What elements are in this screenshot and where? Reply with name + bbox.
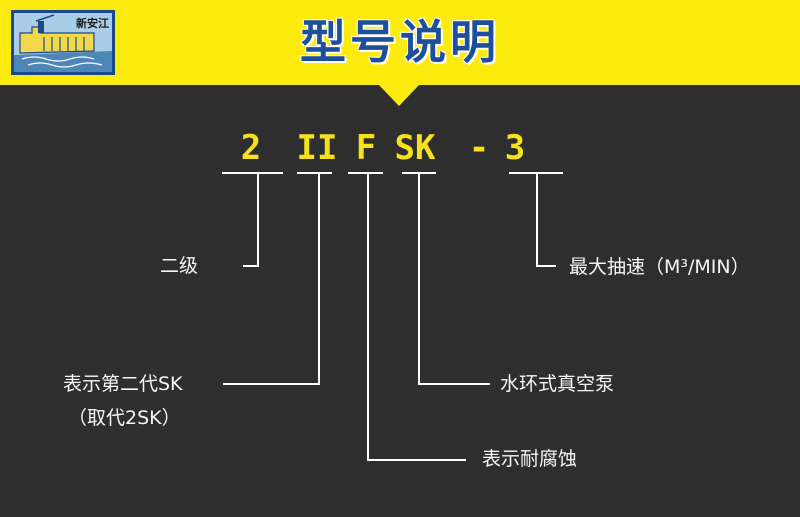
code-speed: 3: [504, 128, 526, 168]
code-pump-type: SK: [394, 128, 436, 168]
leader-stage: [243, 173, 259, 267]
label-corrosion: 表示耐腐蚀: [482, 448, 578, 470]
leader-generation: [223, 173, 320, 385]
code-corrosion: F: [355, 128, 377, 168]
label-second-gen: 表示第二代SK: [63, 373, 183, 395]
code-dash: -: [468, 128, 490, 168]
svg-text:新安江: 新安江: [76, 16, 109, 30]
leader-speed: [536, 173, 556, 267]
leader-pump-type: [418, 173, 490, 385]
header-banner: [0, 0, 800, 85]
header-pointer: [378, 84, 420, 106]
label-max-speed: 最大抽速（M³/MIN）: [569, 256, 750, 278]
page-title: 型号说明: [300, 15, 500, 69]
label-water-ring: 水环式真空泵: [500, 373, 615, 395]
company-logo: 新安江: [11, 10, 115, 75]
dam-logo-icon: 新安江: [14, 13, 112, 72]
leader-corrosion: [367, 173, 466, 461]
label-stage: 二级: [160, 255, 199, 277]
code-stage: 2: [240, 128, 262, 168]
code-generation: II: [296, 128, 338, 168]
label-second-gen-note: （取代2SK）: [68, 407, 181, 429]
